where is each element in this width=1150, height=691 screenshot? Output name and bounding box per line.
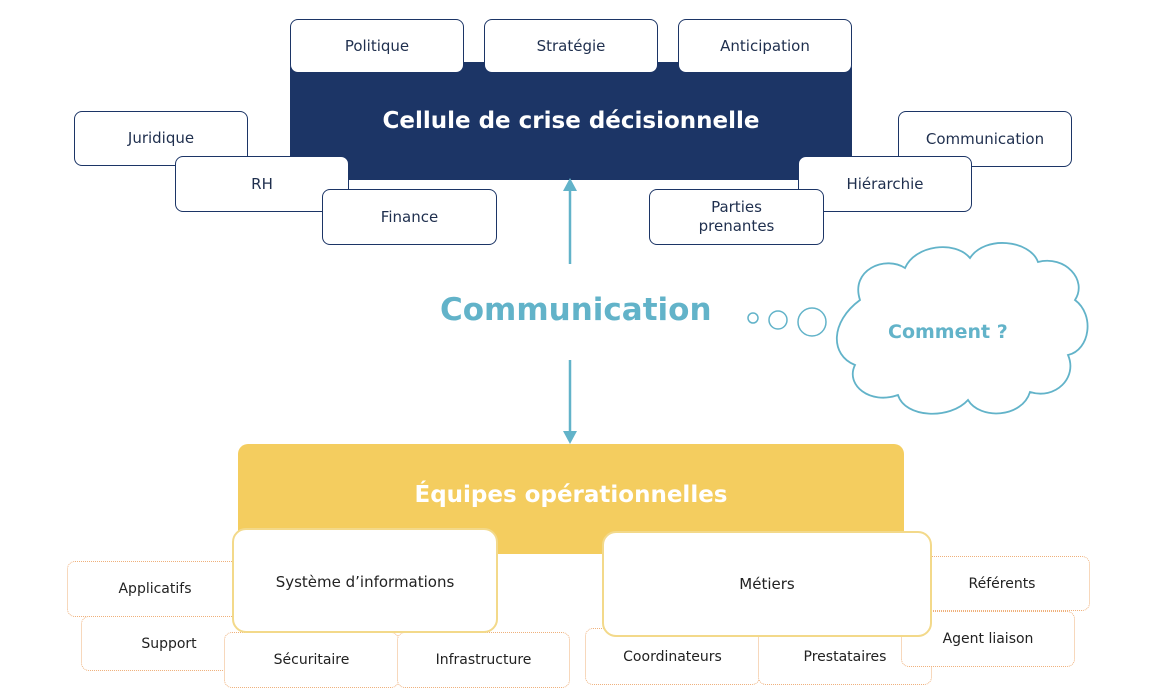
item-referents: Référents bbox=[914, 556, 1090, 611]
systeme-informations-box: Système d’informations bbox=[232, 528, 498, 633]
item-applicatifs: Applicatifs bbox=[67, 561, 243, 617]
tag-politique: Politique bbox=[290, 19, 464, 73]
operational-teams-title: Équipes opérationnelles bbox=[414, 482, 728, 508]
decision-cell-box: Cellule de crise décisionnelle bbox=[290, 62, 852, 180]
tag-finance: Finance bbox=[322, 189, 497, 245]
arrow-down-head bbox=[563, 431, 577, 444]
thought-dot-large bbox=[797, 307, 827, 337]
thought-dot-small bbox=[747, 312, 759, 324]
metiers-label: Métiers bbox=[739, 575, 795, 593]
decision-cell-title: Cellule de crise décisionnelle bbox=[382, 108, 760, 134]
thought-cloud bbox=[835, 242, 1089, 415]
systeme-informations-label: Système d’informations bbox=[275, 573, 455, 591]
arrow-up-head bbox=[563, 178, 577, 191]
communication-label: Communication bbox=[440, 292, 712, 328]
thought-dot-medium bbox=[768, 310, 788, 330]
thought-text: Comment ? bbox=[888, 321, 1008, 343]
metiers-box: Métiers bbox=[602, 531, 932, 637]
item-securitaire: Sécuritaire bbox=[224, 632, 399, 688]
tag-parties-prenantes: Parties prenantes bbox=[649, 189, 824, 245]
item-infrastructure: Infrastructure bbox=[397, 632, 570, 688]
tag-anticipation: Anticipation bbox=[678, 19, 852, 73]
tag-strategie: Stratégie bbox=[484, 19, 658, 73]
tag-hierarchie: Hiérarchie bbox=[798, 156, 972, 212]
tag-rh: RH bbox=[175, 156, 349, 212]
